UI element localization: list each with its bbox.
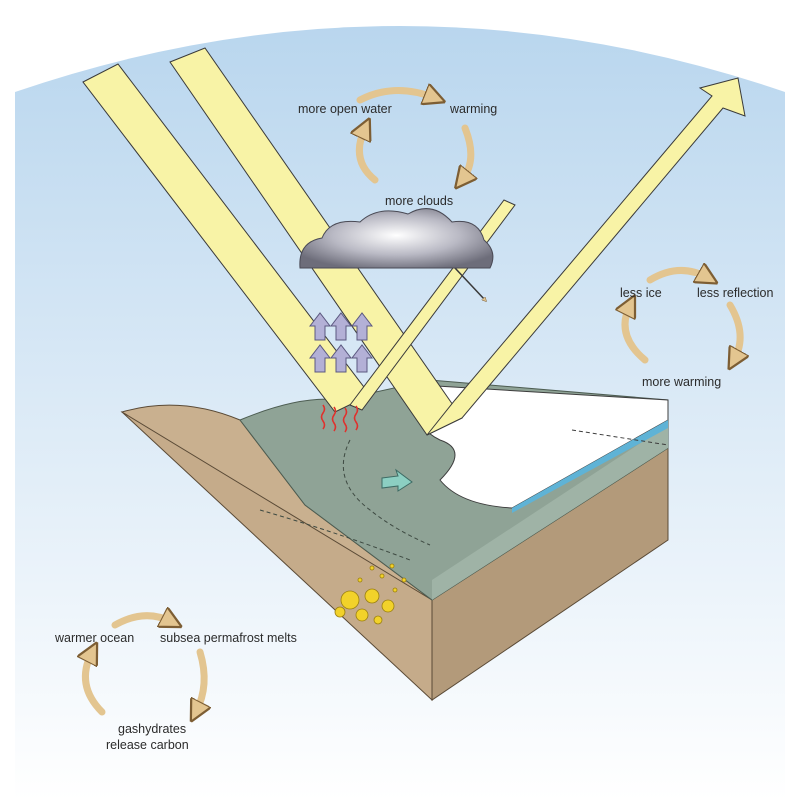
sea-ice-edge	[512, 420, 668, 513]
seabed-contour-2	[259, 509, 411, 561]
label-more-clouds: more clouds	[385, 194, 453, 208]
gas-hydrate-deposits-icon	[334, 563, 407, 625]
seabed-contour	[342, 439, 431, 546]
heat-waves-icon	[320, 404, 359, 433]
label-warming: warming	[449, 102, 497, 116]
label-more-open-water: more open water	[298, 102, 392, 116]
label-gashydrates: gashydrates	[118, 722, 186, 736]
albedo-cycle-arrows	[625, 270, 740, 360]
label-subsea-permafrost-melts: subsea permafrost melts	[160, 631, 297, 645]
ocean-current-arrow-icon	[381, 468, 413, 492]
ocean-cycle-arrows	[359, 90, 470, 180]
label-less-reflection: less reflection	[697, 286, 773, 300]
sea-front-layer	[432, 425, 668, 600]
ice-crack-line	[571, 429, 669, 446]
label-release-carbon: release carbon	[106, 738, 189, 752]
permafrost-cycle-arrows	[85, 616, 204, 712]
label-less-ice: less ice	[620, 286, 662, 300]
storm-cloud-icon	[299, 208, 494, 269]
rising-heat-arrows-icon	[308, 312, 374, 373]
cloud-reflection-arrow	[454, 267, 485, 300]
label-warmer-ocean: warmer ocean	[54, 631, 134, 645]
label-more-warming: more warming	[642, 375, 721, 389]
sunbeam-reflected	[426, 77, 746, 436]
